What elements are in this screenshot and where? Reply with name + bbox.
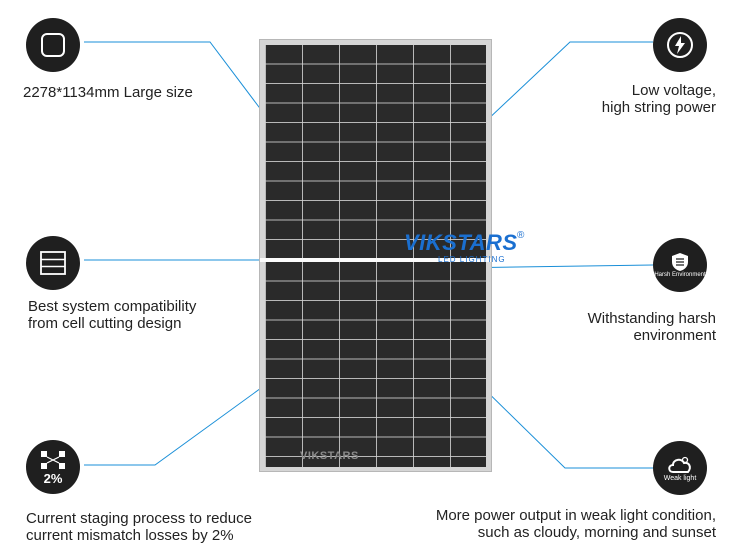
leader-mismatch xyxy=(84,382,269,466)
feature-text-harsh: Withstanding harsh environment xyxy=(588,310,716,344)
leader-weak-light xyxy=(466,371,653,469)
panel-logo: VIKSTARS xyxy=(300,450,359,462)
feature-line: high string power xyxy=(601,99,716,116)
solar-panel: VIKSTARS xyxy=(259,39,492,472)
cut-cells-icon xyxy=(26,236,80,290)
feature-line: environment xyxy=(633,327,716,344)
shield-icon: Harsh Environment xyxy=(653,238,707,292)
mismatch-badge: 2% xyxy=(43,470,63,486)
registered-mark: ® xyxy=(517,230,525,241)
lightning-icon xyxy=(653,18,707,72)
feature-line: More power output in weak light conditio… xyxy=(435,507,716,524)
feature-text-weak-light: More power output in weak light conditio… xyxy=(436,507,716,541)
panel-bottom-cells xyxy=(265,262,486,467)
feature-line: such as cloudy, morning and sunset xyxy=(477,524,716,541)
weak-light-badge: Weak light xyxy=(663,474,697,482)
harsh-badge: Harsh Environment xyxy=(654,271,706,278)
feature-text-cell-cutting: Best system compatibility from cell cutt… xyxy=(28,298,196,332)
leader-large-size xyxy=(84,41,269,120)
feature-text-low-voltage: Low voltage, high string power xyxy=(602,82,716,116)
feature-text-mismatch: Current staging process to reduce curren… xyxy=(26,510,252,544)
brand-subtitle: LED LIGHTING xyxy=(438,255,506,264)
feature-line: current mismatch losses by 2% xyxy=(26,527,234,544)
feature-line: from cell cutting design xyxy=(28,315,182,332)
panel-center-divider xyxy=(260,258,491,262)
rounded-square-icon xyxy=(26,18,80,72)
feature-line: Best system compatibility xyxy=(28,298,197,315)
brand-watermark: VIKSTARS xyxy=(404,230,518,255)
feature-text-large-size: 2278*1134mm Large size xyxy=(23,84,193,101)
feature-line: Current staging process to reduce xyxy=(26,510,252,527)
feature-line: Withstanding harsh xyxy=(587,310,716,327)
panel-top-cells xyxy=(265,45,486,258)
cloud-icon: Weak light xyxy=(653,441,707,495)
feature-line: Low voltage, xyxy=(631,82,716,99)
feature-line: 2278*1134mm Large size xyxy=(23,84,193,101)
mismatch-icon: 2% xyxy=(26,440,80,494)
